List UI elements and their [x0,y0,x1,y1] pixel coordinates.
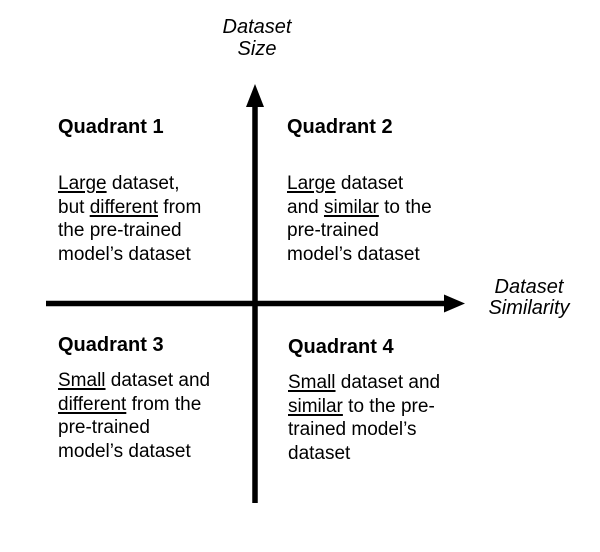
quadrant-4-title: Quadrant 4 [288,336,394,358]
quadrant-1-title: Quadrant 1 [58,116,164,138]
quadrant-1: Quadrant 1 Large dataset,but different f… [58,115,268,266]
quadrant-2-title: Quadrant 2 [287,116,393,138]
y-axis-label: Dataset Size [193,16,321,60]
y-axis-label-line-1: Dataset [222,16,292,38]
y-axis-label-line-2: Size [237,38,277,60]
y-axis-arrowhead-icon [246,84,264,107]
x-axis-label-line-2: Similarity [488,297,570,319]
quadrant-3-title: Quadrant 3 [58,334,164,356]
x-axis-label-line-1: Dataset [494,276,564,298]
x-axis-label: Dataset Similarity [468,277,590,319]
x-axis-arrowhead-icon [444,294,465,313]
